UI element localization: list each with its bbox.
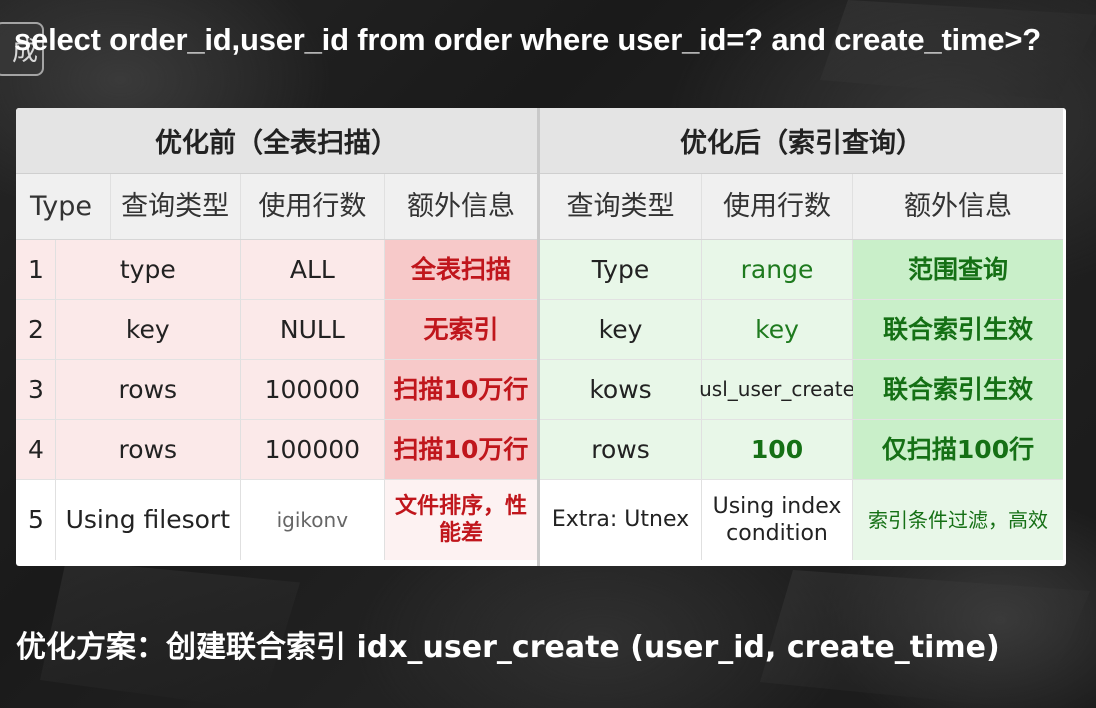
rows-cell: igikonv bbox=[241, 480, 385, 560]
before-section: 优化前（全表扫描） Type 查询类型 使用行数 额外信息 1 type ALL… bbox=[16, 108, 540, 566]
query-type-cell: rows bbox=[55, 420, 241, 479]
rows-cell: ALL bbox=[240, 240, 385, 299]
before-title: 优化前（全表扫描） bbox=[16, 108, 537, 174]
rows-cell: range bbox=[702, 240, 853, 299]
header-extra-info: 额外信息 bbox=[406, 190, 515, 222]
table-row: Type range 范围查询 bbox=[540, 240, 1063, 300]
extra-cell: 扫描10万行 bbox=[384, 360, 537, 419]
table-row: 2 key NULL 无索引 bbox=[16, 300, 537, 360]
background-rock bbox=[40, 560, 300, 708]
table-row: 3 rows 100000 扫描10万行 bbox=[16, 360, 537, 420]
after-section: 优化后（索引查询） 查询类型 使用行数 额外信息 Type range 范围查询… bbox=[540, 108, 1063, 566]
header-query-type: 查询类型 bbox=[111, 174, 241, 239]
query-type-cell: key bbox=[55, 300, 241, 359]
rows-cell-text: Using index condition bbox=[712, 493, 842, 547]
before-header-row: Type 查询类型 使用行数 额外信息 bbox=[16, 174, 537, 240]
query-type-cell: Using filesort bbox=[56, 480, 241, 560]
header-extra-info: 额外信息 bbox=[904, 190, 1012, 222]
background-rock bbox=[820, 0, 1096, 100]
rows-cell: usl_user_create bbox=[699, 360, 855, 419]
background-rock bbox=[760, 570, 1090, 708]
extra-cell: 扫描10万行 bbox=[384, 420, 537, 479]
comparison-table: 优化前（全表扫描） Type 查询类型 使用行数 额外信息 1 type ALL… bbox=[16, 108, 1066, 566]
header-query-type: 查询类型 bbox=[540, 174, 702, 239]
query-type-cell: Extra: Utnex bbox=[540, 480, 702, 560]
rows-cell: Using index condition bbox=[702, 480, 853, 560]
rows-cell: 100 bbox=[702, 420, 853, 479]
query-type-cell: kows bbox=[540, 360, 702, 419]
rows-cell: 100000 bbox=[240, 360, 385, 419]
query-type-cell: Type bbox=[540, 240, 702, 299]
sql-query-title: select order_id,user_id from order where… bbox=[14, 22, 1042, 57]
table-row: rows 100 仅扫描100行 bbox=[540, 420, 1063, 480]
table-row: kows usl_user_create 联合索引生效 bbox=[540, 360, 1063, 420]
rows-cell: key bbox=[702, 300, 853, 359]
row-number: 5 bbox=[16, 480, 56, 560]
extra-cell: 范围查询 bbox=[853, 240, 1063, 299]
extra-cell: 文件排序，性能差 bbox=[384, 480, 537, 560]
after-title: 优化后（索引查询） bbox=[540, 108, 1063, 174]
extra-cell: 无索引 bbox=[384, 300, 537, 359]
table-row: 1 type ALL 全表扫描 bbox=[16, 240, 537, 300]
query-type-cell: key bbox=[540, 300, 702, 359]
row-number: 3 bbox=[16, 360, 56, 419]
corner-badge: 成 bbox=[0, 22, 44, 76]
extra-cell: 索引条件过滤，高效 bbox=[853, 480, 1063, 560]
query-type-cell: rows bbox=[540, 420, 702, 479]
header-rows-used: 使用行数 bbox=[702, 174, 853, 239]
header-type: Type bbox=[16, 174, 111, 239]
extra-cell: 联合索引生效 bbox=[853, 360, 1063, 419]
extra-cell: 全表扫描 bbox=[384, 240, 537, 299]
after-header-row: 查询类型 使用行数 额外信息 bbox=[540, 174, 1063, 240]
row-number: 1 bbox=[16, 240, 56, 299]
header-rows-used: 使用行数 bbox=[241, 174, 385, 239]
query-type-cell: type bbox=[55, 240, 241, 299]
rows-cell: 100000 bbox=[240, 420, 385, 479]
query-type-cell: rows bbox=[55, 360, 241, 419]
table-row: key key 联合索引生效 bbox=[540, 300, 1063, 360]
row-number: 4 bbox=[16, 420, 56, 479]
table-row: 4 rows 100000 扫描10万行 bbox=[16, 420, 537, 480]
optimization-plan: 优化方案：创建联合索引 idx_user_create (user_id, cr… bbox=[16, 630, 1000, 665]
table-row: 5 Using filesort igikonv 文件排序，性能差 bbox=[16, 480, 537, 560]
row-number: 2 bbox=[16, 300, 56, 359]
rows-cell: NULL bbox=[240, 300, 385, 359]
table-row: Extra: Utnex Using index condition 索引条件过… bbox=[540, 480, 1063, 560]
extra-cell: 联合索引生效 bbox=[853, 300, 1063, 359]
extra-cell: 仅扫描100行 bbox=[853, 420, 1063, 479]
